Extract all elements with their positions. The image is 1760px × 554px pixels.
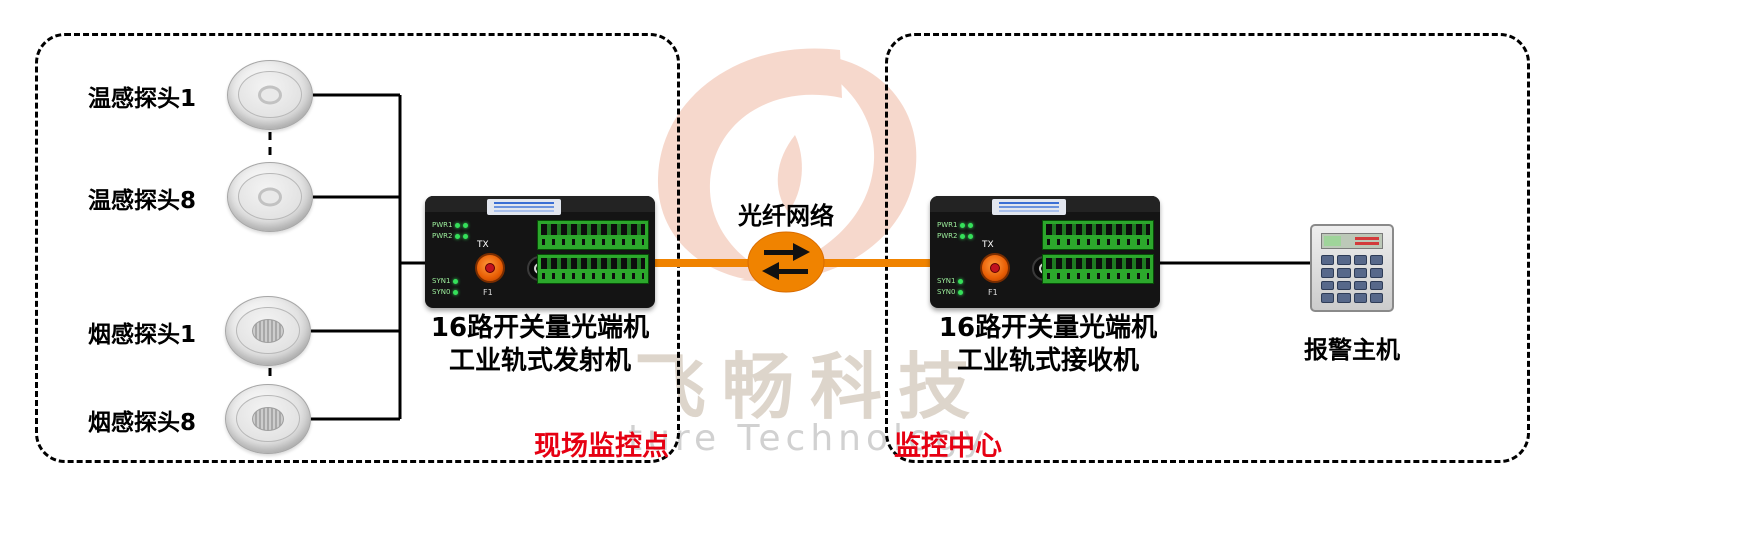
terminal-block-top bbox=[537, 220, 649, 250]
watermark-logo-icon bbox=[657, 48, 917, 283]
led-indicator bbox=[968, 223, 974, 228]
sensor-label-temp-1: 温感探头1 bbox=[88, 86, 197, 112]
receiver-caption-line2: 工业轨式接收机 bbox=[956, 346, 1139, 376]
led-indicator bbox=[960, 223, 966, 228]
led-indicator bbox=[960, 234, 966, 239]
keypad-key bbox=[1321, 267, 1335, 278]
keypad-key bbox=[1353, 280, 1367, 291]
sync-led-block: SYN1 SYN0 bbox=[432, 277, 459, 296]
led-label: SYN0 bbox=[937, 288, 956, 296]
watermark-text-cn: 飞畅科技 bbox=[633, 345, 986, 429]
sync-led-block: SYN1 SYN0 bbox=[937, 277, 964, 296]
center-zone-box bbox=[885, 33, 1530, 463]
led-label: PWR2 bbox=[432, 232, 453, 240]
fiber-arrow-right bbox=[764, 243, 810, 261]
led-indicator bbox=[453, 290, 459, 295]
terminal-blocks bbox=[1042, 220, 1154, 288]
led-indicator bbox=[968, 234, 974, 239]
led-indicator bbox=[463, 223, 469, 228]
terminal-block-top bbox=[1042, 220, 1154, 250]
f1-label: F1 bbox=[988, 288, 998, 297]
keypad-key bbox=[1369, 255, 1383, 265]
led-indicator bbox=[958, 290, 964, 295]
site-zone-box bbox=[35, 33, 680, 463]
sensor-label-temp-8: 温感探头8 bbox=[88, 188, 197, 214]
keypad-key bbox=[1337, 267, 1351, 278]
alarm-host-label: 报警主机 bbox=[1304, 336, 1400, 364]
led-indicator bbox=[455, 223, 461, 228]
keypad-key bbox=[1321, 293, 1335, 303]
keypad-screen bbox=[1321, 233, 1383, 249]
device-label-sticker bbox=[992, 199, 1066, 215]
receiver-device: PWR1 PWR2 SYN1 SYN0 TX RX F1 bbox=[930, 196, 1160, 308]
keypad-key bbox=[1369, 267, 1383, 278]
led-label: PWR1 bbox=[432, 221, 453, 229]
keypad-key bbox=[1369, 280, 1383, 291]
device-label-sticker bbox=[487, 199, 561, 215]
led-label: PWR1 bbox=[937, 221, 958, 229]
tx-label: TX bbox=[982, 240, 994, 250]
terminal-block-bottom bbox=[1042, 254, 1154, 284]
tx-connector-icon bbox=[980, 253, 1010, 283]
smoke-detector-8-icon bbox=[225, 384, 311, 454]
terminal-block-bottom bbox=[537, 254, 649, 284]
keypad-key bbox=[1321, 280, 1335, 291]
keypad-key bbox=[1353, 267, 1367, 278]
alarm-keypad-icon bbox=[1310, 224, 1394, 312]
keypad-key bbox=[1337, 255, 1351, 265]
keypad-key bbox=[1337, 280, 1351, 291]
transmitter-caption: 16路开关量光端机 工业轨式发射机 bbox=[410, 312, 670, 378]
receiver-caption-line1: 16路开关量光端机 bbox=[938, 313, 1158, 343]
transmitter-caption-line1: 16路开关量光端机 bbox=[430, 313, 650, 343]
led-label: SYN1 bbox=[432, 277, 451, 285]
temp-detector-8-icon bbox=[227, 162, 313, 232]
sensor-bus-lines bbox=[268, 93, 430, 421]
power-led-block: PWR1 PWR2 bbox=[937, 221, 974, 240]
site-zone-label: 现场监控点 bbox=[534, 431, 669, 462]
power-led-block: PWR1 PWR2 bbox=[432, 221, 469, 240]
f1-label: F1 bbox=[483, 288, 493, 297]
keypad-key bbox=[1353, 255, 1367, 265]
led-indicator bbox=[958, 279, 964, 284]
sensor-label-smoke-8: 烟感探头8 bbox=[88, 410, 197, 436]
keypad-keys bbox=[1321, 255, 1383, 303]
tx-label: TX bbox=[477, 240, 489, 250]
keypad-key bbox=[1353, 293, 1367, 303]
fiber-network-node bbox=[747, 231, 825, 293]
smoke-detector-1-icon bbox=[225, 296, 311, 366]
tx-connector-icon bbox=[475, 253, 505, 283]
terminal-blocks bbox=[537, 220, 649, 288]
center-zone-label: 监控中心 bbox=[894, 431, 1002, 462]
led-label: SYN0 bbox=[432, 288, 451, 296]
led-label: SYN1 bbox=[937, 277, 956, 285]
led-indicator bbox=[453, 279, 459, 284]
transmitter-device: PWR1 PWR2 SYN1 SYN0 TX RX F1 bbox=[425, 196, 655, 308]
watermark-text-en: ture Technology bbox=[628, 418, 990, 459]
fiber-arrow-left bbox=[762, 262, 808, 280]
transmitter-caption-line2: 工业轨式发射机 bbox=[448, 346, 631, 376]
led-label: PWR2 bbox=[937, 232, 958, 240]
sensor-label-smoke-1: 烟感探头1 bbox=[88, 322, 197, 348]
led-indicator bbox=[463, 234, 469, 239]
temp-detector-1-icon bbox=[227, 60, 313, 130]
receiver-caption: 16路开关量光端机 工业轨式接收机 bbox=[918, 312, 1178, 378]
keypad-key bbox=[1337, 293, 1351, 303]
led-indicator bbox=[455, 234, 461, 239]
fiber-network-label: 光纤网络 bbox=[738, 202, 834, 230]
keypad-key bbox=[1369, 293, 1383, 303]
keypad-key bbox=[1321, 255, 1335, 265]
